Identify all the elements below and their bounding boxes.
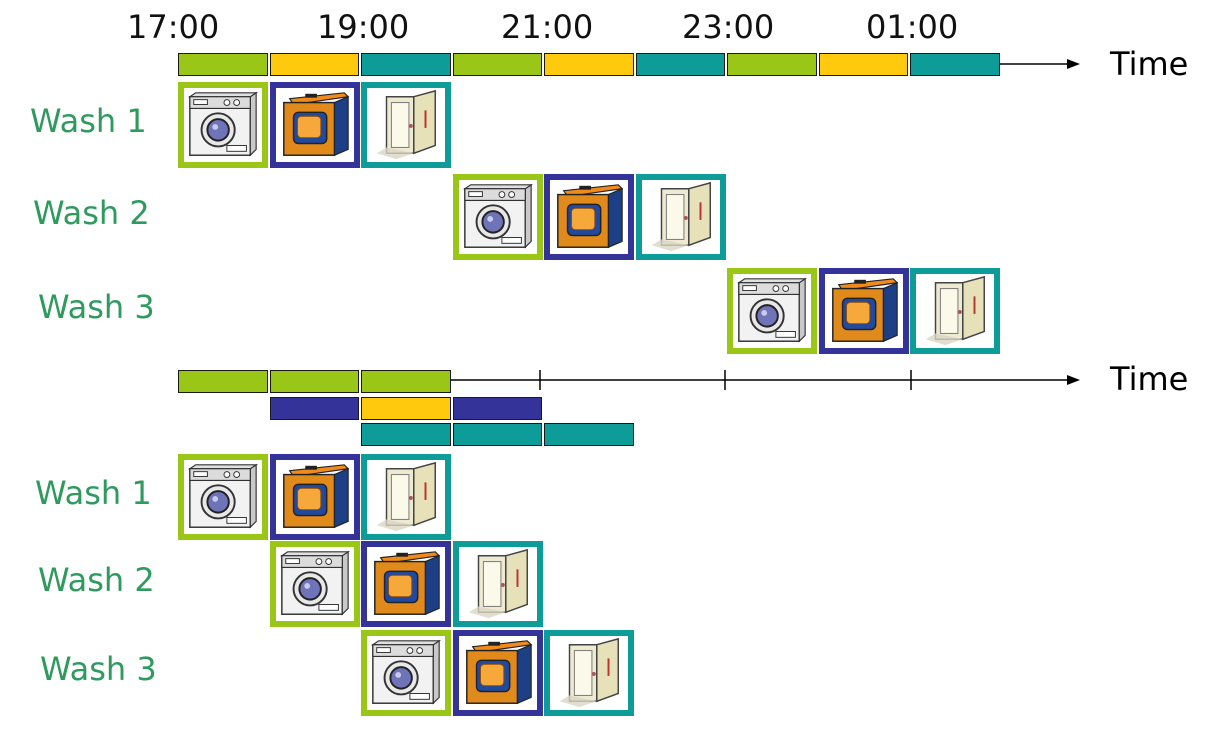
wash-label-pipelined: Wash 3 xyxy=(40,650,157,688)
hour-label: 19:00 xyxy=(317,8,410,46)
appliance-frame xyxy=(269,541,360,627)
appliance-frame xyxy=(452,630,543,716)
appliance-frame xyxy=(727,268,817,354)
stage-segment-wash xyxy=(452,53,542,76)
stage-segment-wash xyxy=(269,370,359,393)
washing-machine-icon xyxy=(187,91,259,157)
closet-icon xyxy=(651,181,711,252)
closet-icon xyxy=(559,637,619,708)
appliance-frame xyxy=(178,82,268,168)
wash-label-sequential: Wash 2 xyxy=(33,194,150,232)
appliance-frame xyxy=(544,174,634,260)
stage-segment-dry xyxy=(544,53,634,76)
appliance-frame xyxy=(452,174,543,260)
stage-segment-dry_pipelined xyxy=(452,397,542,420)
dryer-icon xyxy=(282,464,349,529)
stage-segment-wash xyxy=(178,53,268,76)
hour-label: 23:00 xyxy=(682,8,775,46)
appliance-frame xyxy=(269,82,360,168)
arrow-head xyxy=(1067,375,1080,385)
washing-machine-icon xyxy=(736,277,808,343)
stage-segment-fold xyxy=(361,423,451,446)
appliance-frame xyxy=(361,454,451,540)
hour-label: 21:00 xyxy=(501,8,594,46)
hour-label: 01:00 xyxy=(866,8,959,46)
washing-machine-icon xyxy=(279,550,350,616)
stage-segment-wash xyxy=(178,370,268,393)
wash-label-sequential: Wash 1 xyxy=(30,102,147,140)
appliance-frame xyxy=(269,454,360,540)
appliance-frame xyxy=(635,174,726,260)
appliance-frame xyxy=(544,630,634,716)
closet-icon xyxy=(925,275,985,346)
closet-icon xyxy=(376,89,436,160)
appliance-frame xyxy=(818,268,909,354)
stage-segment-fold xyxy=(452,423,542,446)
stage-segment-dry xyxy=(269,53,359,76)
washing-machine-icon xyxy=(370,639,442,705)
stage-segment-dry xyxy=(818,53,908,76)
appliance-frame xyxy=(452,541,543,627)
stage-segment-wash xyxy=(727,53,817,76)
time-axis-label: Time xyxy=(1110,360,1189,398)
arrow-head xyxy=(1067,59,1080,69)
dryer-icon xyxy=(557,184,624,249)
dryer-icon xyxy=(831,278,898,343)
closet-icon xyxy=(468,548,528,619)
dryer-icon xyxy=(465,640,532,705)
appliance-frame xyxy=(361,630,451,716)
stage-segment-fold xyxy=(635,53,725,76)
washing-machine-icon xyxy=(187,463,259,529)
wash-label-pipelined: Wash 2 xyxy=(38,561,155,599)
dryer-icon xyxy=(282,92,349,157)
closet-icon xyxy=(376,461,436,532)
stage-segment-fold xyxy=(361,53,451,76)
stage-segment-wash xyxy=(361,370,451,393)
appliance-frame xyxy=(178,454,268,540)
hour-label: 17:00 xyxy=(127,8,220,46)
wash-label-pipelined: Wash 1 xyxy=(35,474,152,512)
appliance-frame xyxy=(361,541,451,627)
stage-segment-dry xyxy=(361,397,451,420)
washing-machine-icon xyxy=(462,183,533,249)
time-axis-label: Time xyxy=(1110,45,1189,83)
appliance-frame xyxy=(361,82,451,168)
wash-label-sequential: Wash 3 xyxy=(38,288,155,326)
appliance-frame xyxy=(910,268,1000,354)
stage-segment-dry_pipelined xyxy=(269,397,359,420)
stage-segment-fold xyxy=(910,53,1000,76)
dryer-icon xyxy=(374,551,441,616)
stage-segment-fold xyxy=(544,423,634,446)
